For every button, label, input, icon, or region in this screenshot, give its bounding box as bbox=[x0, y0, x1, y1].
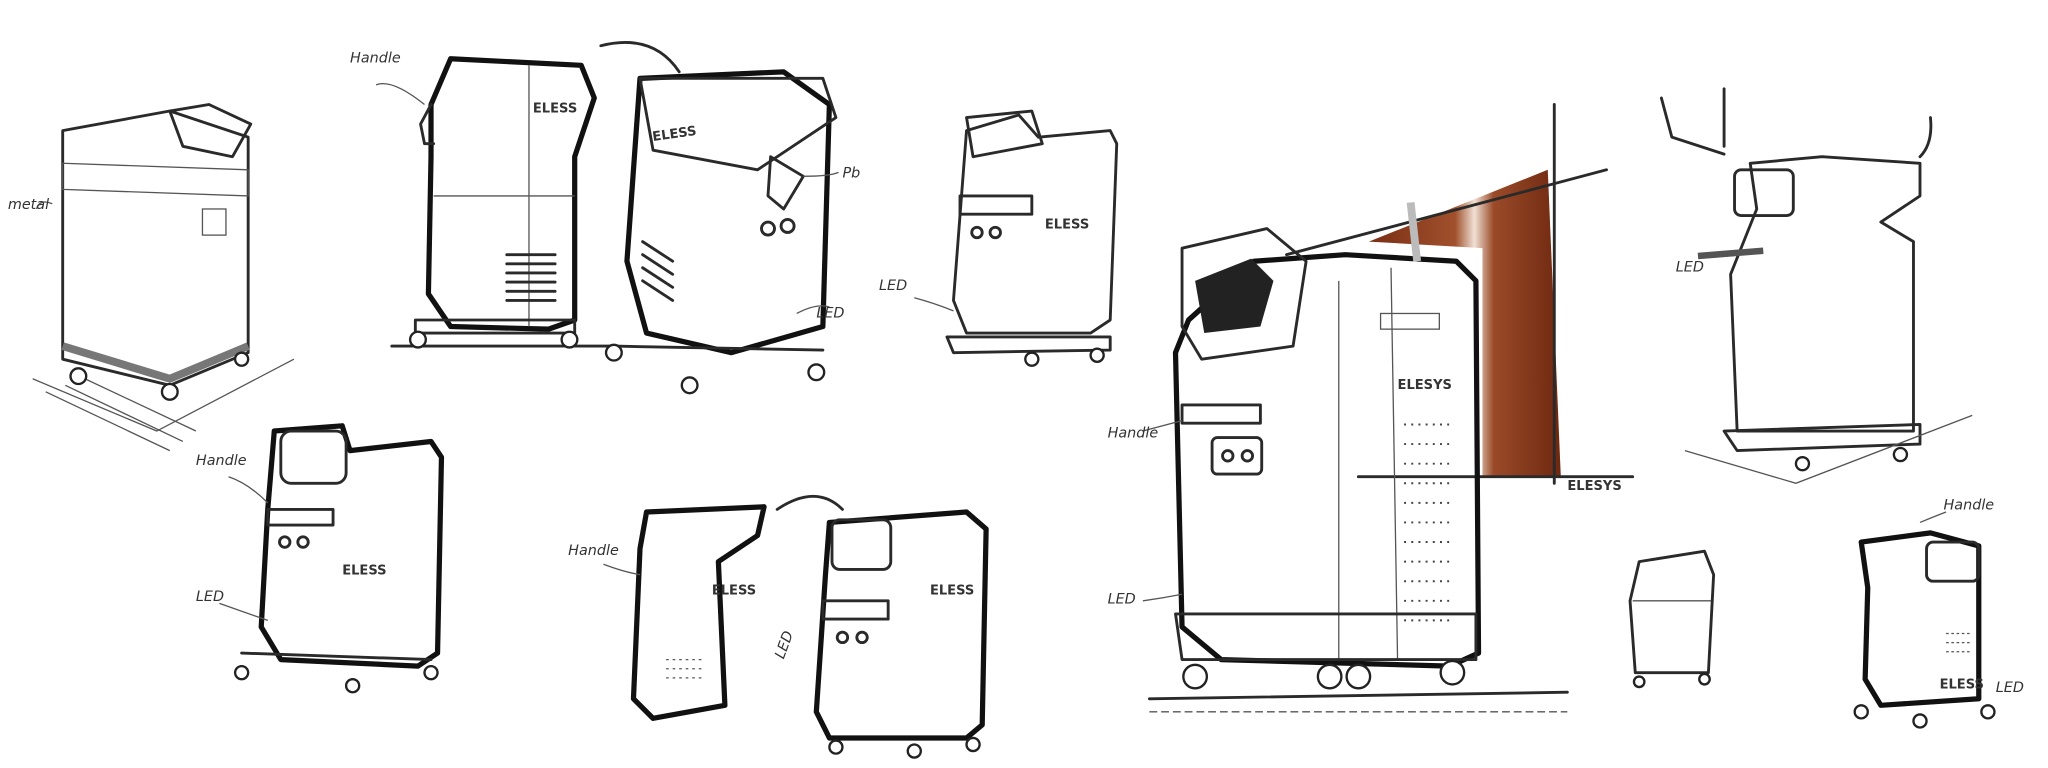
brand-f: ELESS bbox=[712, 583, 756, 598]
label-pb-c: Pb bbox=[842, 166, 860, 182]
label-led-d: LED bbox=[879, 278, 907, 294]
label-led-j: LED bbox=[1996, 680, 2024, 696]
brand-b: ELESS bbox=[533, 101, 577, 116]
label-metal: metal bbox=[8, 197, 49, 213]
brand-main: ELESYS bbox=[1398, 378, 1452, 393]
sketch-machine-f: ELESS Handle bbox=[568, 495, 844, 721]
sketch-machine-c: ELESS ELESS Pb LED bbox=[604, 69, 860, 395]
brand-main-panel: ELESYS bbox=[1567, 479, 1621, 494]
brand-d: ELESS bbox=[1045, 218, 1089, 233]
brand-j: ELESS bbox=[1940, 677, 1984, 692]
sketch-machine-e: ELESS Handle LED bbox=[196, 423, 445, 694]
sketch-machine-b: ELESS Handle bbox=[350, 41, 681, 349]
brand-e: ELESS bbox=[342, 564, 386, 579]
sketch-machine-i bbox=[1628, 549, 1716, 689]
sketch-machine-a: metal bbox=[8, 103, 295, 452]
label-handle-b: Handle bbox=[350, 51, 401, 67]
brand-g: ELESS bbox=[930, 583, 974, 598]
vent-dots bbox=[1404, 423, 1450, 622]
brand-c: ELESS bbox=[652, 124, 698, 145]
sketch-machine-g: ELESS LED bbox=[772, 509, 989, 759]
label-handle-j: Handle bbox=[1944, 497, 1995, 513]
sketch-machine-h: LED bbox=[1659, 87, 1973, 484]
label-handle-main: Handle bbox=[1108, 426, 1159, 442]
label-led-main: LED bbox=[1108, 591, 1136, 607]
label-led-h: LED bbox=[1676, 260, 1704, 276]
label-handle-e: Handle bbox=[196, 453, 247, 469]
label-led-c: LED bbox=[816, 305, 844, 321]
brown-panel bbox=[1368, 169, 1561, 477]
sketch-machine-d: ELESS LED bbox=[879, 109, 1119, 367]
label-led-g: LED bbox=[772, 629, 797, 661]
label-led-e: LED bbox=[196, 589, 224, 605]
label-handle-f: Handle bbox=[568, 543, 619, 559]
main-rendering: ELESYS Handle LED ELESYS bbox=[1108, 103, 1635, 713]
screen bbox=[1195, 258, 1274, 334]
sketch-machine-j: ELESS Handle LED bbox=[1853, 497, 2024, 729]
